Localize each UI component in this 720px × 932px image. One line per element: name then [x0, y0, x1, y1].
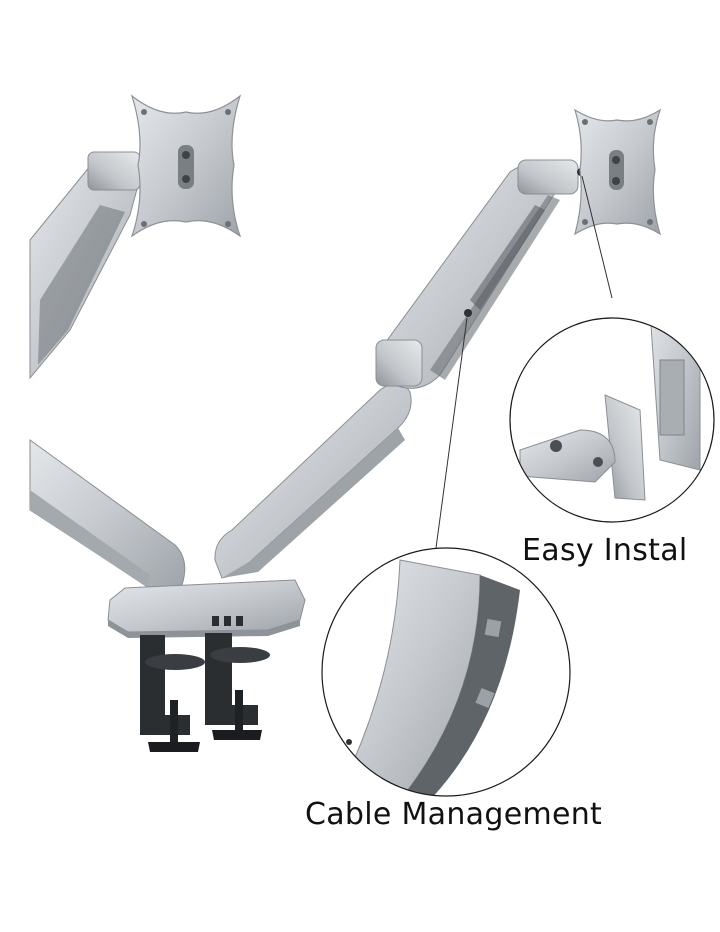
install-leader-line — [581, 175, 613, 299]
install-callout-circle — [509, 317, 715, 523]
left-vesa-plate — [130, 94, 242, 238]
cable-leader-line — [435, 317, 468, 549]
cable-management-label: Cable Management — [305, 797, 603, 832]
right-upper-arm — [375, 159, 585, 389]
left-upper-arm — [29, 151, 141, 380]
desk-clamps — [140, 633, 270, 752]
right-lower-arm — [214, 382, 412, 579]
cable-callout-circle — [321, 547, 571, 797]
right-vesa-plate — [573, 108, 662, 236]
easy-installation-label: Easy Installa — [522, 533, 690, 568]
desk-base — [107, 579, 306, 638]
left-lower-arm — [29, 439, 186, 589]
